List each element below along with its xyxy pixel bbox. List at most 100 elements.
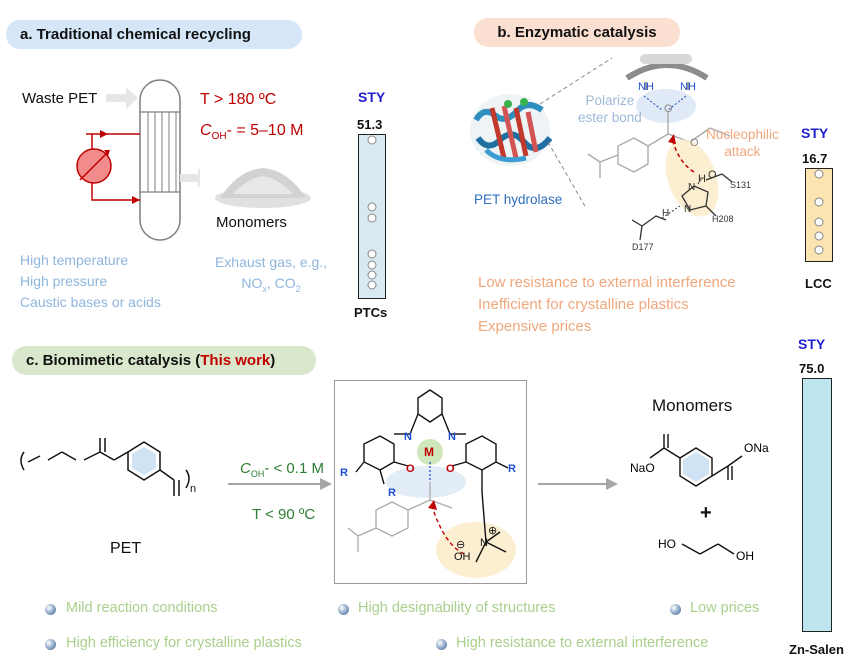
product-arrow — [180, 168, 200, 188]
polarize-line: Polarize — [585, 93, 635, 108]
nh-label: NH — [638, 81, 654, 93]
monomers-label-a: Monomers — [216, 214, 287, 231]
nao-label: NaO — [630, 461, 655, 475]
pet-label: PET — [110, 540, 142, 557]
nox-sub: x — [262, 283, 267, 294]
sty-label-a: STY — [358, 89, 386, 105]
r-group-label: R — [508, 463, 516, 475]
exhaust-gas-text: Exhaust gas, e.g., NOx, CO2 — [196, 252, 346, 300]
panel-a-drawbacks: High temperature High pressure Caustic b… — [20, 250, 161, 313]
nucleophilic-line: attack — [724, 144, 761, 159]
phenoxide-o-label: O — [446, 463, 455, 475]
drawback-item: Caustic bases or acids — [20, 294, 161, 310]
drawback-item: Low resistance to external interference — [478, 274, 736, 291]
catalyst-box — [334, 380, 527, 584]
advantage-item: Mild reaction conditions — [66, 600, 218, 616]
plus-sign: + — [700, 502, 712, 524]
reaction-arrow — [228, 478, 332, 490]
sty-label-c: STY — [798, 336, 826, 352]
title-main: c. Biomimetic catalysis ( — [26, 352, 201, 369]
polarize-label: Polarize ester bond — [578, 92, 642, 126]
panel-a-title: a. Traditional chemical recycling — [6, 20, 302, 49]
ho-label: HO — [658, 537, 676, 551]
nox: NO — [241, 275, 263, 291]
advantage-item: High efficiency for crystalline plastics — [66, 635, 302, 651]
his-n-label: N — [684, 204, 691, 215]
bar-label-c: Zn-Salen — [789, 642, 844, 657]
minus-charge-icon: ⊖ — [456, 539, 465, 551]
ser-o-label: O — [708, 169, 717, 181]
polarize-line: ester bond — [578, 110, 642, 125]
conc-c: C — [200, 122, 212, 139]
nucleophilic-line: Nucleophilic — [706, 127, 779, 142]
bullet-icon — [45, 604, 56, 615]
panel-c-title: c. Biomimetic catalysis (This work) — [12, 346, 316, 375]
monomers-label-c: Monomers — [652, 396, 733, 415]
s131-label: S131 — [730, 180, 751, 190]
ammonium-n-label: N — [480, 537, 488, 549]
d177-label: D177 — [632, 242, 654, 252]
drawback-item: High temperature — [20, 252, 129, 268]
plus-charge-icon: ⊕ — [488, 525, 497, 537]
drawback-item: High pressure — [20, 273, 108, 289]
conc-c-sub: OH — [250, 469, 265, 479]
monomer-powder-icon — [215, 168, 311, 208]
advantage-item: High resistance to external interference — [456, 635, 709, 651]
recycle-line-top — [91, 133, 140, 150]
hydroxide-label: OH — [454, 551, 471, 563]
co2-sub: 2 — [295, 283, 301, 294]
pet-hydrolase-structure — [470, 94, 553, 166]
pet-structure: OH n — [20, 438, 196, 496]
conc-sub: OH — [211, 131, 227, 143]
imine-n-label: N — [404, 431, 412, 443]
bullet-icon — [670, 604, 681, 615]
conc-c-rest: - < 0.1 M — [264, 460, 324, 477]
temperature-condition-c: T < 90 ºC — [252, 506, 316, 523]
r-group-label: R — [388, 487, 396, 499]
ona-label: ONa — [744, 441, 769, 455]
oh-label: OH — [736, 549, 754, 563]
conc-c-c: C — [240, 460, 251, 477]
conc-rest: - = 5–10 M — [226, 122, 304, 139]
advantage-item: Low prices — [690, 600, 760, 616]
bar-label-b: LCC — [805, 276, 832, 291]
zn-salen-catalyst-structure: M N N O O R R R OH ⊖ N ⊕ — [340, 389, 516, 578]
base-concentration-condition: COH- = 5–10 M — [200, 122, 304, 142]
drawback-item: Expensive prices — [478, 318, 592, 335]
feed-arrow — [106, 87, 138, 109]
r-group-label: R — [340, 467, 348, 479]
asp-h-label: H — [662, 208, 669, 219]
advantage-item: High designability of structures — [358, 600, 556, 616]
exhaust-line1: Exhaust gas, e.g., — [214, 254, 328, 270]
title-end: ) — [270, 352, 276, 369]
sty-value-c: 75.0 — [799, 361, 825, 376]
recycle-line-bottom — [91, 182, 140, 201]
his-n-label: N — [688, 182, 695, 193]
sty-label-b: STY — [801, 125, 829, 141]
terephthalate-structure: ONa NaO — [630, 434, 769, 487]
bullet-icon — [338, 604, 349, 615]
title-highlight: This work — [200, 352, 271, 369]
waste-pet-label: Waste PET — [22, 90, 98, 107]
bar-label-a: PTCs — [354, 305, 388, 320]
sty-bar-b-circles — [814, 169, 824, 255]
sty-value-a: 51.3 — [357, 117, 383, 132]
temperature-condition: T > 180 ºC — [200, 91, 277, 108]
imine-n-label: N — [448, 431, 456, 443]
reactor-diagram — [76, 79, 200, 241]
drawback-item: Inefficient for crystalline plastics — [478, 296, 689, 313]
sty-bar-a-circles — [367, 135, 377, 290]
panel-b-drawbacks: Low resistance to external interference … — [478, 272, 736, 338]
phenoxide-o-label: O — [406, 463, 415, 475]
pet-hydrolase-label: PET hydrolase — [474, 192, 563, 207]
reactor-vessel — [139, 79, 181, 241]
metal-center-label: M — [424, 445, 434, 459]
sty-value-b: 16.7 — [802, 151, 828, 166]
ester-o-label: O — [664, 103, 673, 115]
concentration-condition-c: COH- < 0.1 M — [240, 460, 324, 479]
nucleophilic-label: Nucleophilic attack — [706, 126, 779, 160]
his-h-label: H — [698, 173, 706, 185]
product-arrow-c — [538, 478, 618, 490]
repeat-n-label: n — [190, 483, 196, 495]
ethylene-glycol-structure: HO OH — [658, 537, 754, 563]
